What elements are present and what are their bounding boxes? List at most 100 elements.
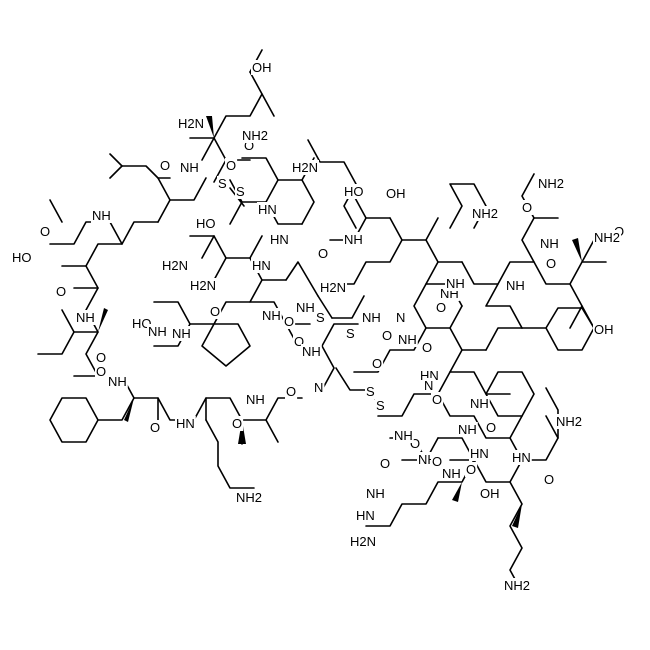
- atom-label-background: [361, 310, 382, 325]
- atom-label-text: NH: [76, 310, 95, 325]
- atom-label-background: [291, 160, 320, 175]
- atom-label-o-15: O: [381, 328, 394, 343]
- atom-label-o-8: O: [39, 224, 52, 239]
- atom-label-text: O: [422, 340, 432, 355]
- atom-label-text: O: [546, 256, 556, 271]
- atom-label-text: O: [160, 158, 170, 173]
- atom-label-background: [465, 462, 478, 477]
- atom-label-o-22: O: [431, 392, 444, 407]
- atom-label-text: NH: [246, 392, 265, 407]
- atom-label-text: HN: [512, 450, 531, 465]
- atom-label-o-4: O: [521, 200, 534, 215]
- atom-label-nh-27: NH: [393, 428, 414, 443]
- atom-label-text: S: [366, 384, 375, 399]
- atom-label-text: O: [56, 284, 66, 299]
- atom-label-background: [485, 420, 498, 435]
- atom-label-nh2-lys3: NH2: [235, 490, 264, 505]
- atom-label-o-17: O: [435, 300, 448, 315]
- wedge-layer: [98, 116, 582, 528]
- atom-label-nh-3: NH: [539, 236, 560, 251]
- atom-label-nh-11: NH: [147, 324, 168, 339]
- atom-label-background: [11, 250, 33, 265]
- atom-label-background: [195, 216, 217, 231]
- atom-label-text: O: [294, 334, 304, 349]
- atom-label-text: NH: [172, 326, 191, 341]
- atom-label-text: O: [380, 456, 390, 471]
- atom-label-text: O: [96, 350, 106, 365]
- atom-label-background: [355, 508, 376, 523]
- atom-label-background: [159, 158, 172, 173]
- atom-label-nh-19: NH: [107, 374, 128, 389]
- atom-label-background: [593, 230, 622, 245]
- atom-label-text: O: [372, 356, 382, 371]
- atom-label-text: HO: [196, 216, 216, 231]
- atom-label-text: NH2: [504, 578, 530, 593]
- atom-label-nh-24: NH: [457, 422, 478, 437]
- atom-label-nh-10: N: [395, 310, 407, 325]
- atom-label-background: [313, 380, 325, 395]
- atom-label-background: [317, 246, 330, 261]
- atom-label-background: [95, 364, 108, 379]
- atom-label-text: S: [346, 326, 355, 341]
- atom-label-background: [39, 224, 52, 239]
- atom-label-hn-1: HN: [257, 202, 278, 217]
- atom-label-text: O: [150, 420, 160, 435]
- atom-label-text: N: [396, 310, 405, 325]
- atom-label-background: [511, 450, 532, 465]
- atom-label-background: [471, 206, 500, 221]
- atom-label-layer: OHH2NNHONH2SSH2NHNOHOOHNHONH2ONH2ONHNHON…: [11, 60, 626, 593]
- atom-label-text: NH2: [538, 176, 564, 191]
- atom-label-background: [261, 308, 282, 323]
- atom-label-background: [395, 310, 407, 325]
- atom-label-background: [315, 310, 326, 325]
- atom-label-text: O: [232, 416, 242, 431]
- atom-label-o-14: O: [285, 384, 298, 399]
- atom-label-text: S: [376, 398, 385, 413]
- atom-label-oh-glu2: HO: [195, 216, 217, 231]
- atom-label-text: O: [436, 300, 446, 315]
- atom-label-nh-28: NH: [441, 466, 462, 481]
- atom-label-text: O: [432, 454, 442, 469]
- atom-label-text: O: [382, 328, 392, 343]
- atom-label-background: [349, 534, 378, 549]
- atom-label-background: [469, 396, 490, 411]
- atom-label-nh-5: NH: [91, 208, 112, 223]
- atom-label-text: HN: [252, 258, 271, 273]
- atom-label-text: H2N: [162, 258, 188, 273]
- atom-label-text: NH: [540, 236, 559, 251]
- atom-label-background: [381, 328, 394, 343]
- atom-label-text: NH2: [594, 230, 620, 245]
- atom-label-background: [235, 184, 246, 199]
- atom-label-background: [269, 232, 290, 247]
- atom-label-text: NH: [344, 232, 363, 247]
- atom-label-text: O: [210, 304, 220, 319]
- atom-label-text: OH: [594, 322, 614, 337]
- atom-label-nh2-gln: NH2: [241, 128, 270, 143]
- atom-label-background: [423, 378, 435, 393]
- atom-label-background: [421, 340, 434, 355]
- atom-label-background: [301, 344, 322, 359]
- atom-label-background: [231, 416, 244, 431]
- atom-label-background: [537, 176, 566, 191]
- atom-label-text: NH2: [242, 128, 268, 143]
- atom-label-text: H2N: [178, 116, 204, 131]
- atom-label-o-16: O: [421, 340, 434, 355]
- atom-label-text: NH: [262, 308, 281, 323]
- atom-label-text: O: [544, 472, 554, 487]
- atom-label-background: [235, 490, 264, 505]
- atom-label-o-21: O: [95, 350, 108, 365]
- atom-label-text: HN: [270, 232, 289, 247]
- atom-label-hn-2: HN: [269, 232, 290, 247]
- atom-label-text: HN: [356, 508, 375, 523]
- atom-label-text: H2N: [190, 278, 216, 293]
- atom-label-nh-6: NH: [171, 326, 192, 341]
- atom-label-text: O: [244, 138, 254, 153]
- atom-label-nh-20: NH: [75, 310, 96, 325]
- atom-label-text: O: [286, 384, 296, 399]
- atom-label-background: [479, 486, 501, 501]
- atom-label-text: O: [466, 462, 476, 477]
- atom-label-o-29: O: [379, 456, 392, 471]
- atom-label-text: S: [316, 310, 325, 325]
- atom-label-background: [245, 392, 266, 407]
- atom-label-nh-arg2: NH: [365, 486, 386, 501]
